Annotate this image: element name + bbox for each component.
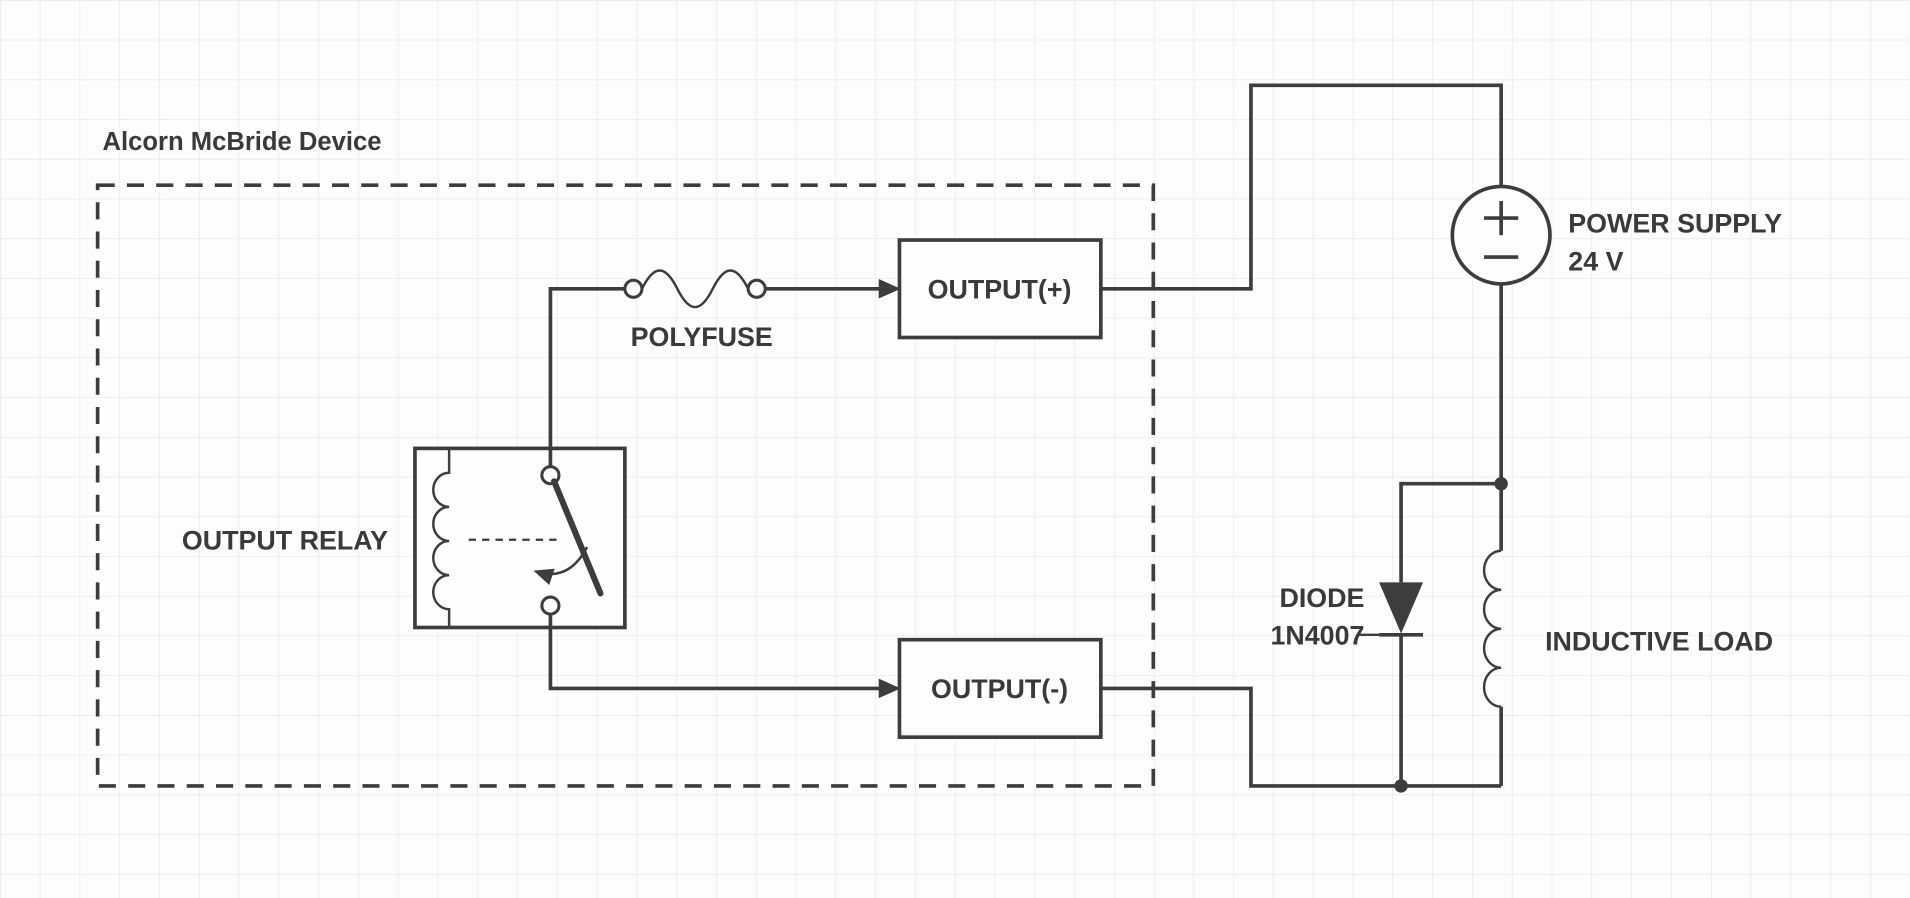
device-title: Alcorn McBride Device <box>103 128 382 156</box>
arrowhead-output-positive-icon <box>878 279 901 299</box>
wire-junction-to-diode <box>1399 481 1502 583</box>
polyfuse-symbol <box>623 269 767 309</box>
polyfuse-label: POLYFUSE <box>631 322 773 352</box>
diode-label-line2: 1N4007 <box>1270 621 1364 651</box>
arrowhead-output-negative-icon <box>878 678 901 699</box>
junction-dot-bottom <box>1394 779 1408 793</box>
inductive-load-label: INDUCTIVE LOAD <box>1545 627 1773 657</box>
output-negative-label: OUTPUT(-) <box>931 674 1068 704</box>
wire-relay-to-output-negative <box>548 614 882 691</box>
polyfuse-wavy-element <box>640 269 750 309</box>
relay-switch-blade <box>551 478 604 597</box>
relay-contact-bottom <box>540 595 561 616</box>
diode-label-line1: DIODE <box>1279 583 1364 613</box>
output-relay-symbol <box>413 446 627 630</box>
output-positive-label: OUTPUT(+) <box>928 275 1072 305</box>
diode-triangle <box>1379 582 1424 634</box>
inductive-load-symbol <box>1482 549 1503 786</box>
power-supply-symbol <box>1450 184 1552 286</box>
relay-box <box>413 446 627 630</box>
output-relay-label: OUTPUT RELAY <box>182 526 388 556</box>
wire-output-positive-to-power-supply <box>1100 83 1503 291</box>
power-supply-label-line1: POWER SUPPLY <box>1568 209 1782 239</box>
plus-icon <box>1484 201 1519 236</box>
power-supply-label-line2: 24 V <box>1568 247 1623 277</box>
wire-relay-to-polyfuse <box>548 286 625 467</box>
polyfuse-terminal-right <box>746 278 767 299</box>
inductive-load-coil <box>1482 549 1502 708</box>
wire-output-negative-bottom-rail <box>1100 686 1502 788</box>
device-boundary-box <box>95 183 1156 788</box>
diode-symbol <box>1357 582 1424 786</box>
relay-coil <box>432 448 451 628</box>
polyfuse-terminal-left <box>623 278 644 299</box>
relay-motion-arrow-icon <box>533 546 589 585</box>
